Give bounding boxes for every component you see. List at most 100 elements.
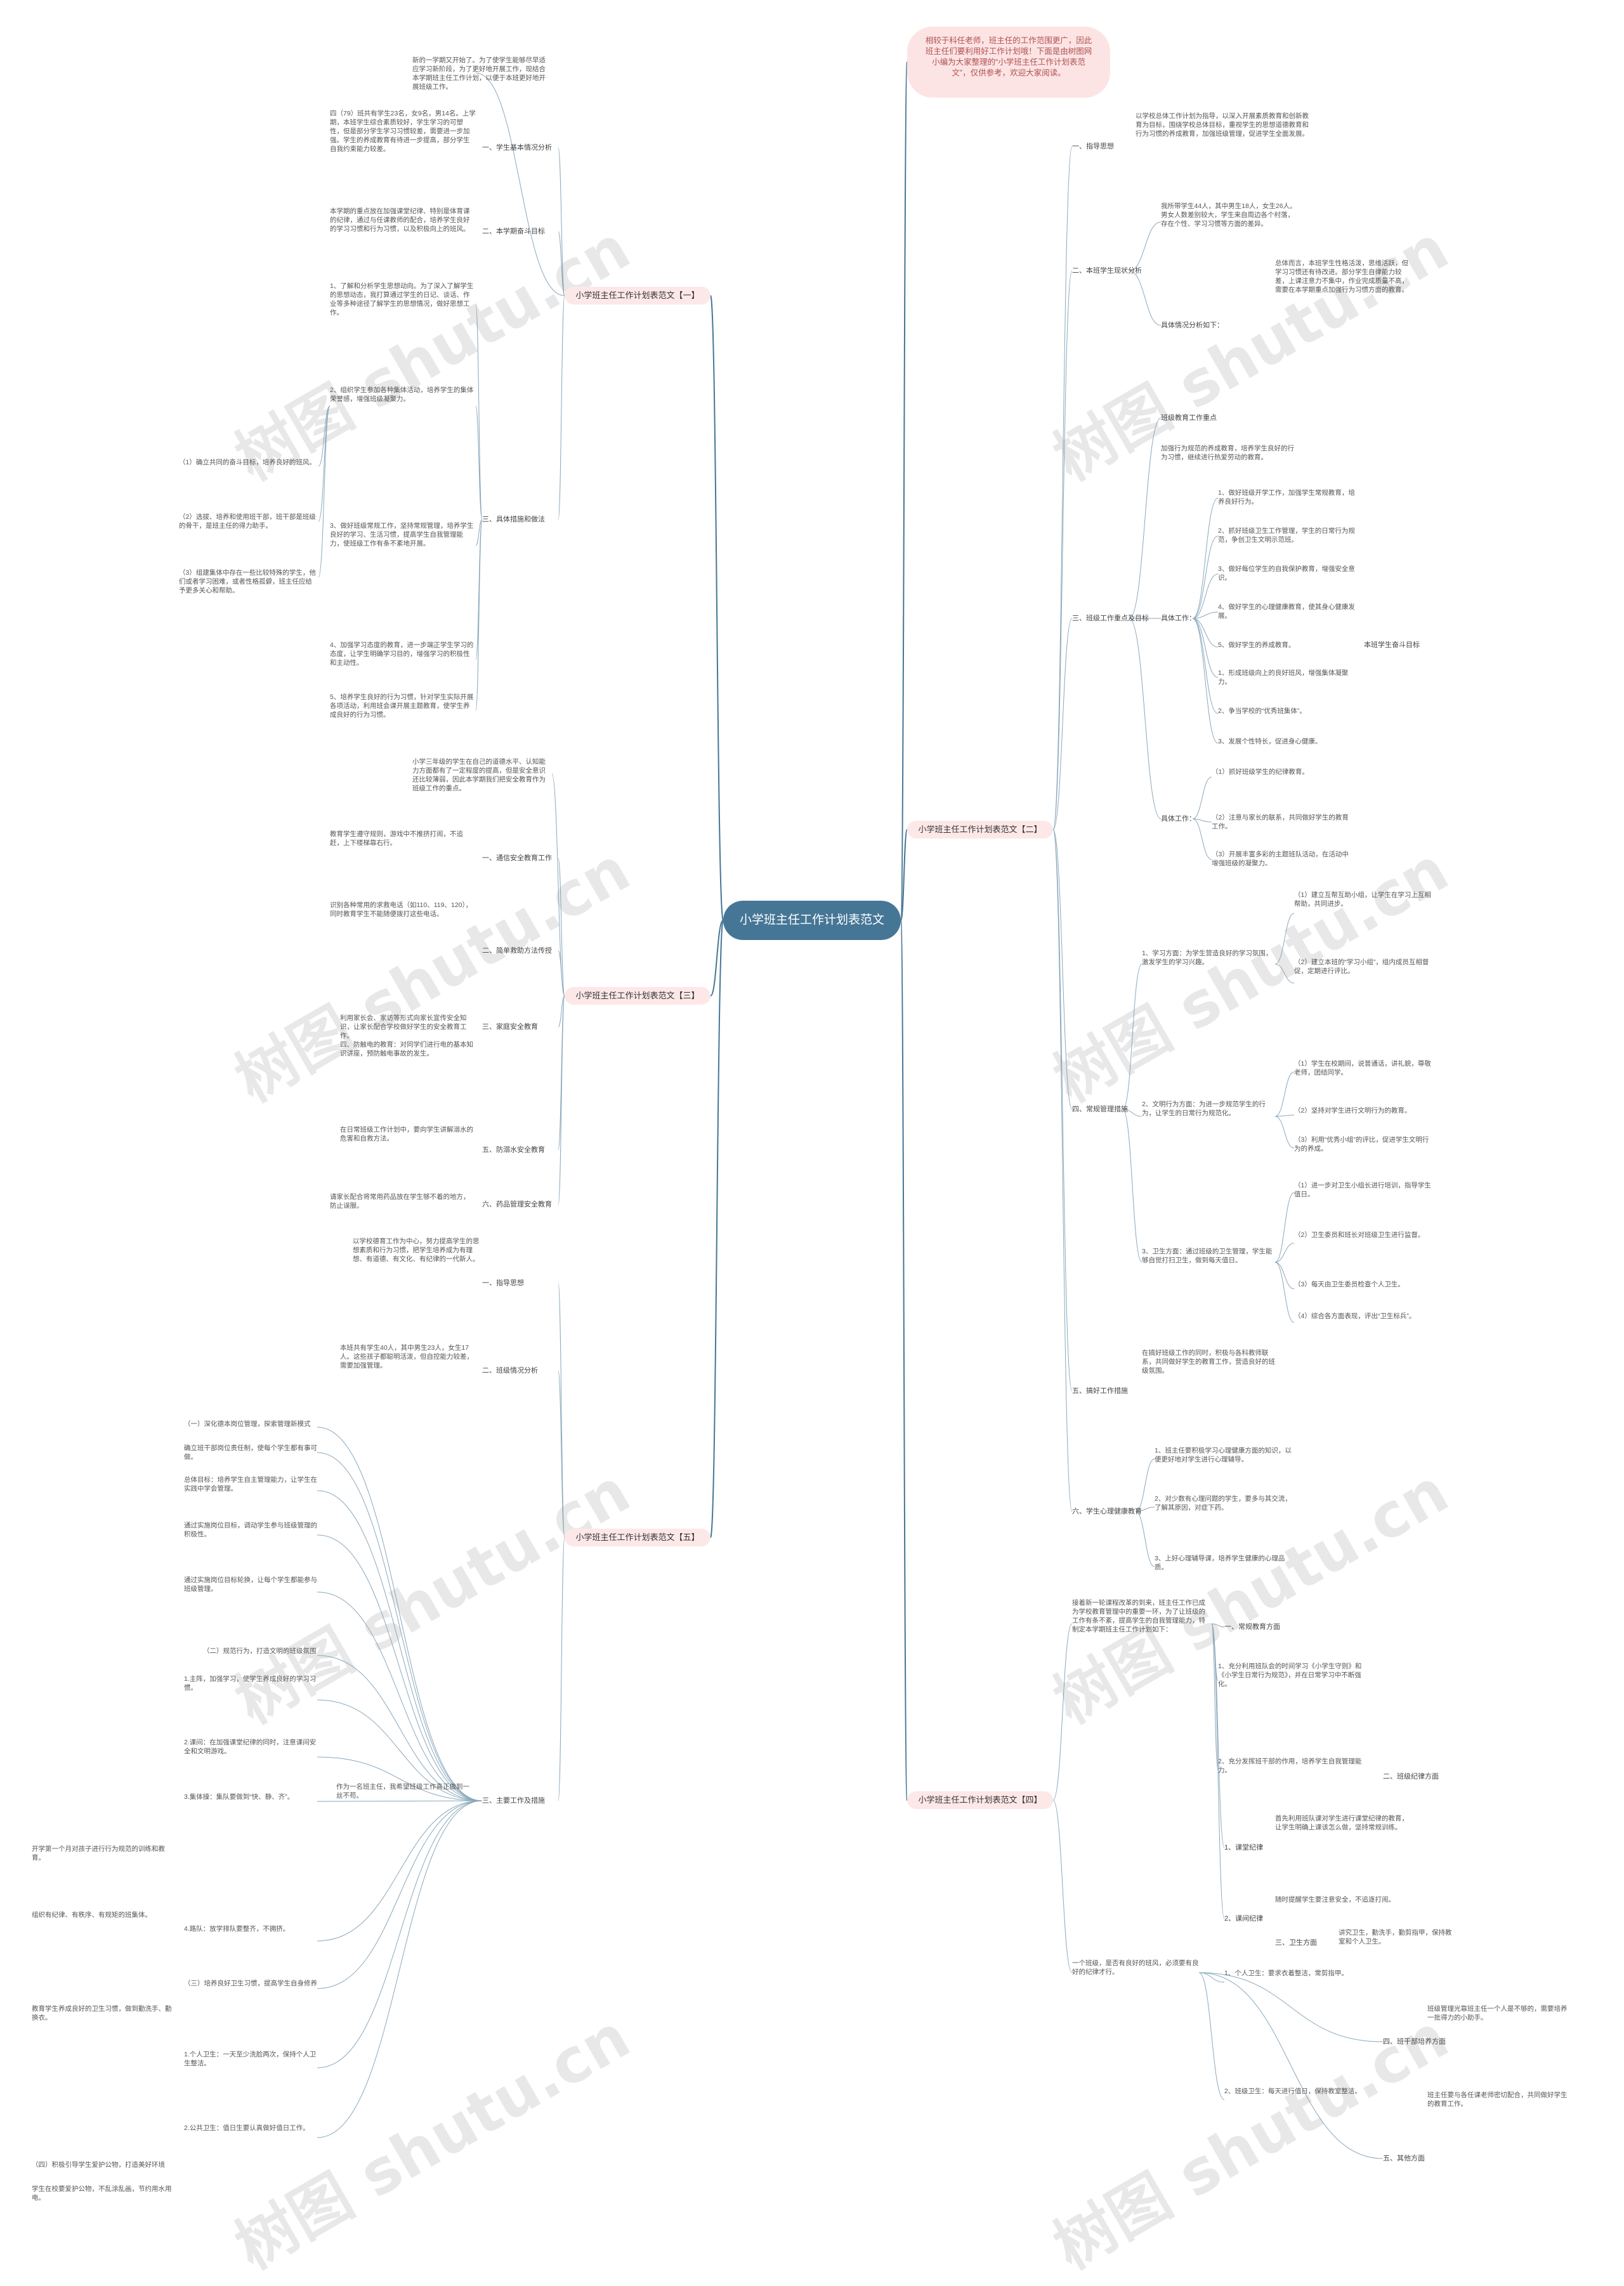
b2-s4: 四、常规管理措施	[1072, 1106, 1128, 1113]
link-b3-0	[551, 773, 565, 996]
b5-left-2: 确立班干部岗位责任制，使每个学生都有事可做。	[184, 1444, 317, 1461]
b4-s2: 二、班级纪律方面	[1383, 1773, 1439, 1780]
link-b2-s43-0	[1274, 1192, 1295, 1263]
b2-s4-2b: （2）坚持对学生进行文明行为的教育。	[1294, 1107, 1411, 1114]
b2-s3-b: 具体工作：	[1161, 615, 1196, 622]
branch-2[interactable]: 小学班主任工作计划表范文【二】	[907, 821, 1053, 839]
link-b2-s3b-5	[1192, 618, 1219, 678]
b2-s4-3d: （4）综合各方面表现，评出“卫生标兵”。	[1294, 1312, 1416, 1320]
b2-s6-3: 3、上好心理辅导课，培养学生健康的心理品质。	[1155, 1555, 1285, 1571]
b1-s3-5: 5、培养学生良好的行为习惯，针对学生实际开展各项活动，利用班会课开展主题教育，使…	[330, 693, 474, 719]
link-b2-0	[1052, 146, 1073, 830]
branch-3[interactable]: 小学班主任工作计划表范文【三】	[565, 987, 710, 1005]
b2-s1: 一、指导思想	[1072, 143, 1114, 150]
b5-left-13: 组织有纪律、有秩序、有规矩的班集体。	[32, 1911, 152, 1919]
b5-left-19: 学生在校要爱护公物，不乱涂乱画，节约用水用电。	[32, 2185, 172, 2202]
b5-left-14: （三）培养良好卫生习惯，提高学生自身修养	[184, 1980, 317, 1987]
b4-s5-text: 班主任要与各任课老师密切配合，共同做好学生的教育工作。	[1427, 2091, 1568, 2108]
b1-s2: 二、本学期奋斗目标	[482, 228, 545, 235]
link-b4-s1-4	[1211, 1623, 1225, 1919]
link-b2-4	[1052, 829, 1073, 1392]
b2-s3-b1: 1、做好班级开学工作，加强学生常规教育，培养良好行为。	[1218, 489, 1355, 506]
link-b4-s3-3	[1198, 1972, 1384, 2159]
link-b1-s3-0	[475, 304, 483, 520]
b2-s6-1: 1、班主任要积极学习心理健康方面的知识，以便更好地对学生进行心理辅导。	[1155, 1447, 1292, 1463]
link-b1-s3-1	[475, 405, 483, 520]
link-b2-2	[1052, 618, 1073, 830]
link-root-b1	[710, 295, 724, 921]
b2-s3-c3: （3）开展丰富多彩的主题班队活动，在活动中增强班级的凝聚力。	[1212, 851, 1349, 867]
b3-s3-1: 利用家长会、家访等形式向家长宣传安全知识，让家长配合学校做好学生的安全教育工作。	[340, 1014, 467, 1040]
b4-s3: 一个班级，是否有良好的班风，必须要有良好的纪律才行。	[1072, 1959, 1199, 1976]
b4-s2-2: 2、课间纪律	[1224, 1915, 1264, 1923]
b4-s1: 一、常规教育方面	[1224, 1623, 1280, 1631]
b5-left-18: （四）积极引导学生爱护公物，打造美好环境	[32, 2161, 165, 2169]
b2-s4-1a: （1）建立互帮互助小组，让学生在学习上互相帮助，共同进步。	[1294, 891, 1431, 908]
b2-s3-b7: 2、争当学校的“优秀班集体”。	[1218, 707, 1306, 715]
b2-s6: 六、学生心理健康教育	[1072, 1508, 1142, 1515]
b4-s2-2-text: 随时提醒学生要注意安全，不追逐打闹。	[1275, 1896, 1395, 1904]
b2-s2: 二、本班学生现状分析	[1072, 267, 1142, 275]
b3-s1-text: 教育学生遵守规则，游戏中不推挤打闹，不追赶，上下楼梯靠右行。	[330, 830, 463, 847]
link-b4-1	[1052, 1799, 1073, 1973]
link-b2-s3b-6	[1192, 618, 1219, 714]
b5-s1: 一、指导思想	[482, 1279, 524, 1287]
b4-s2-3-text: 讲究卫生，勤洗手，勤剪指甲，保持教室和个人卫生。	[1339, 1929, 1452, 1945]
link-b2-s3-0	[1129, 417, 1162, 619]
b1-s3-1: 1、了解和分析学生思想动向。为了深入了解学生的思想动态，我打算通过学生的日记、谈…	[330, 282, 474, 317]
b5-left-9: 3.集体操：集队要做到“快、静、齐”。	[184, 1793, 294, 1801]
b4-s2-1: 1、课堂纪律	[1224, 1844, 1264, 1852]
link-b2-s41-1	[1274, 963, 1295, 984]
branch-1[interactable]: 小学班主任工作计划表范文【一】	[565, 287, 710, 304]
link-b4-s1-2	[1211, 1623, 1219, 1770]
link-b2-s3c-2	[1192, 818, 1212, 860]
link-b3-3	[558, 995, 565, 1028]
link-b2-s43-3	[1274, 1262, 1295, 1323]
link-b2-s3b-4	[1192, 618, 1219, 648]
b4-s3-1: 1、个人卫生：要求衣着整洁，常剪指甲。	[1224, 1969, 1348, 1977]
link-b2-s4-0	[1122, 963, 1143, 1110]
link-b4-s3-1	[1198, 1972, 1225, 2100]
link-b2-s3-2	[1129, 618, 1162, 820]
b4-s4: 四、班干部培养方面	[1383, 2038, 1446, 2046]
b5-left-6: （二）规范行为，打造文明的班级氛围	[203, 1647, 317, 1655]
link-b1-2	[558, 231, 565, 296]
b1-s3: 三、具体措施和做法	[482, 516, 545, 523]
link-b2-5	[1052, 829, 1073, 1512]
link-b5-s3-12	[317, 1800, 483, 2068]
link-b3-1	[558, 858, 565, 996]
link-root-b4	[900, 920, 908, 1801]
link-b5-1	[558, 1370, 565, 1538]
b1-s3-2: 2、组织学生参加各种集体活动，培养学生的集体荣誉感，增强班级凝聚力。	[330, 386, 474, 403]
branch-5[interactable]: 小学班主任工作计划表范文【五】	[565, 1529, 710, 1546]
link-b1-s3-3	[475, 519, 483, 660]
b3-s1: 一、通信安全教育工作	[482, 854, 552, 862]
link-b2-s2-0	[1129, 221, 1162, 271]
b5-left-11: 作为一名班主任，我希望班级工作真正做到一丝不苟。	[336, 1783, 469, 1799]
b2-s3-c2: （2）注意与家长的联系，共同做好学生的教育工作。	[1212, 814, 1349, 830]
b5-left-17: 2.公共卫生：值日生要认真做好值日工作。	[184, 2124, 310, 2132]
b5-s3: 三、主要工作及措施	[482, 1797, 545, 1805]
link-b1-0	[475, 72, 565, 296]
root-node[interactable]: 小学班主任工作计划表范文	[723, 901, 901, 940]
b3-s3-2: 四、防触电的教育：对同学们进行电的基本知识讲座，预防触电事故的发生。	[340, 1041, 473, 1057]
b5-left-5: 通过实施岗位目标轮换，让每个学生都能参与班级管理。	[184, 1576, 317, 1593]
b1-s1: 一、学生基本情况分析	[482, 144, 552, 152]
link-b5-s3-7	[317, 1756, 483, 1801]
b1-s2-text: 本学期的重点放在加强课堂纪律、特别是体育课的纪律，通过与任课教师的配合，培养学生…	[330, 207, 470, 233]
b1-intro: 新的一学期又开始了。为了使学生能够尽早适应学习新阶段，为了更好地开展工作，现结合…	[412, 56, 546, 91]
branch-4[interactable]: 小学班主任工作计划表范文【四】	[907, 1791, 1053, 1809]
b5-left-8: 2.课间：在加强课堂纪律的同时，注意课间安全和文明游戏。	[184, 1739, 317, 1755]
link-b2-s6-0	[1135, 1458, 1155, 1512]
b2-s4-2a: （1）学生在校期间，说普通话，讲礼貌，尊敬老师，团结同学。	[1294, 1060, 1431, 1076]
link-b1-s32-1	[318, 405, 331, 522]
b3-s2-text: 识别各种常用的求救电话（如110、119、120），同时教育学生不能随便拨打这些…	[330, 901, 473, 918]
b3-s4: 五、防溺水安全教育	[482, 1146, 545, 1154]
b5-left-16: 1.个人卫生：一天至少洗脸两次，保持个人卫生整洁。	[184, 2051, 317, 2067]
link-b2-s3b-7	[1192, 618, 1219, 744]
link-b2-s42-1	[1274, 1114, 1295, 1117]
b2-s4-1b: （2）建立本班的“学习小组”，组内成员互相督促，定期进行评比。	[1294, 958, 1429, 975]
link-b5-2	[558, 1537, 565, 1801]
link-b5-s3-1	[317, 1452, 483, 1801]
